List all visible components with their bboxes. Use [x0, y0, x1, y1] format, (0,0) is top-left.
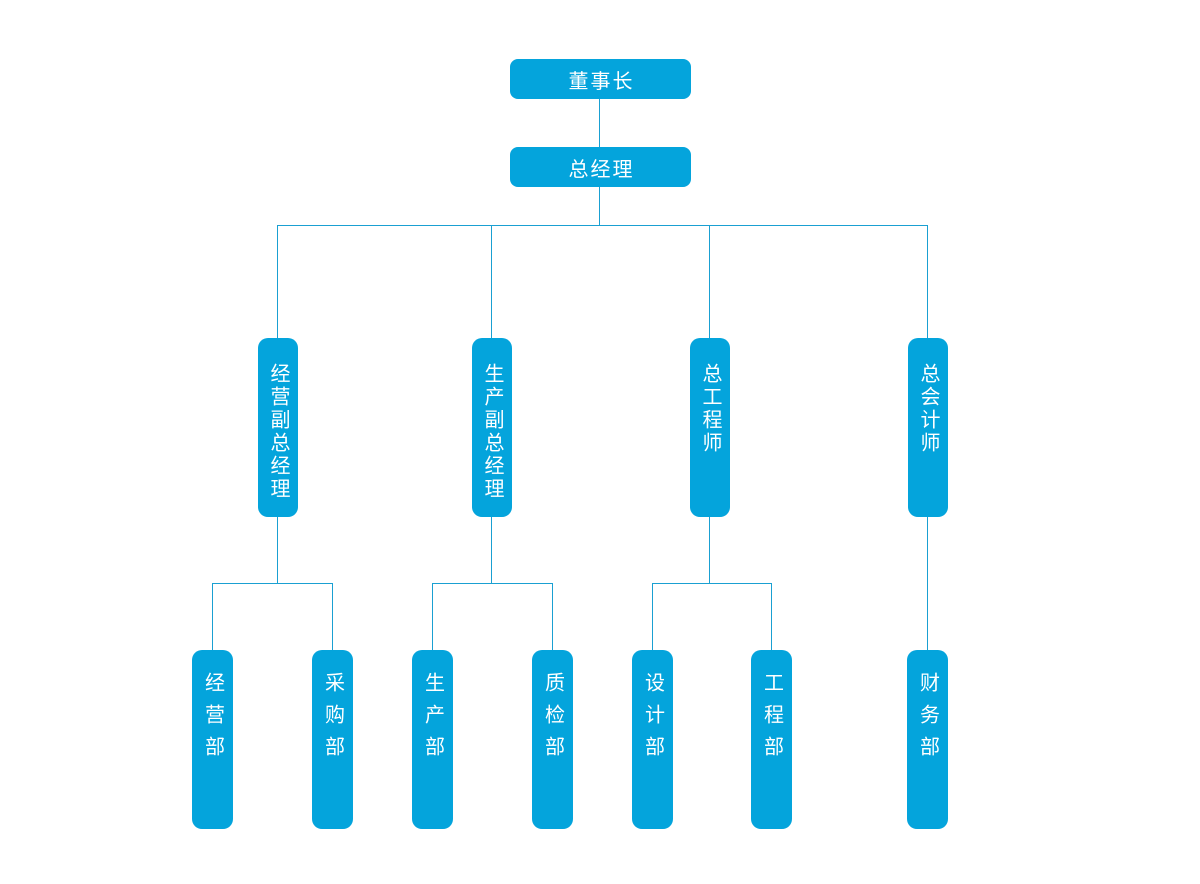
- org-node-chief-engineer: 总工程师: [690, 338, 730, 517]
- connector-line: [652, 583, 653, 650]
- org-node-vp-operations: 经营副总经理: [258, 338, 298, 517]
- org-node-label: 生产部: [421, 672, 444, 768]
- org-node-chairman: 董事长: [510, 59, 691, 99]
- connector-line: [277, 517, 278, 583]
- org-node-dept-engineering: 工程部: [751, 650, 792, 829]
- connector-line: [491, 517, 492, 583]
- org-node-dept-design: 设计部: [632, 650, 673, 829]
- connector-line: [277, 225, 278, 338]
- org-node-dept-operations: 经营部: [192, 650, 233, 829]
- connector-line: [599, 99, 600, 147]
- org-node-label: 总工程师: [699, 363, 721, 455]
- org-node-chief-accountant: 总会计师: [908, 338, 948, 517]
- org-node-vp-production: 生产副总经理: [472, 338, 512, 517]
- org-node-dept-purchasing: 采购部: [312, 650, 353, 829]
- connector-line: [212, 583, 213, 650]
- org-node-label: 总会计师: [917, 363, 939, 455]
- org-node-label: 工程部: [760, 672, 783, 768]
- org-node-dept-finance: 财务部: [907, 650, 948, 829]
- connector-line: [771, 583, 772, 650]
- org-node-label: 采购部: [321, 672, 344, 768]
- org-node-dept-quality: 质检部: [532, 650, 573, 829]
- org-node-dept-production: 生产部: [412, 650, 453, 829]
- org-node-label: 经营部: [201, 672, 224, 768]
- org-node-label: 设计部: [641, 672, 664, 768]
- org-node-label: 生产副总经理: [481, 363, 503, 501]
- connector-line: [432, 583, 433, 650]
- connector-line: [432, 583, 553, 584]
- connector-line: [927, 225, 928, 338]
- connector-line: [277, 225, 928, 226]
- connector-line: [552, 583, 553, 650]
- org-node-general-manager: 总经理: [510, 147, 691, 187]
- connector-line: [927, 517, 928, 650]
- org-node-label: 质检部: [541, 672, 564, 768]
- connector-line: [332, 583, 333, 650]
- connector-line: [599, 187, 600, 225]
- connector-line: [652, 583, 772, 584]
- org-node-label: 财务部: [916, 672, 939, 768]
- connector-line: [491, 225, 492, 338]
- connector-line: [709, 225, 710, 338]
- connector-line: [212, 583, 333, 584]
- connector-line: [709, 517, 710, 583]
- org-node-label: 经营副总经理: [267, 363, 289, 501]
